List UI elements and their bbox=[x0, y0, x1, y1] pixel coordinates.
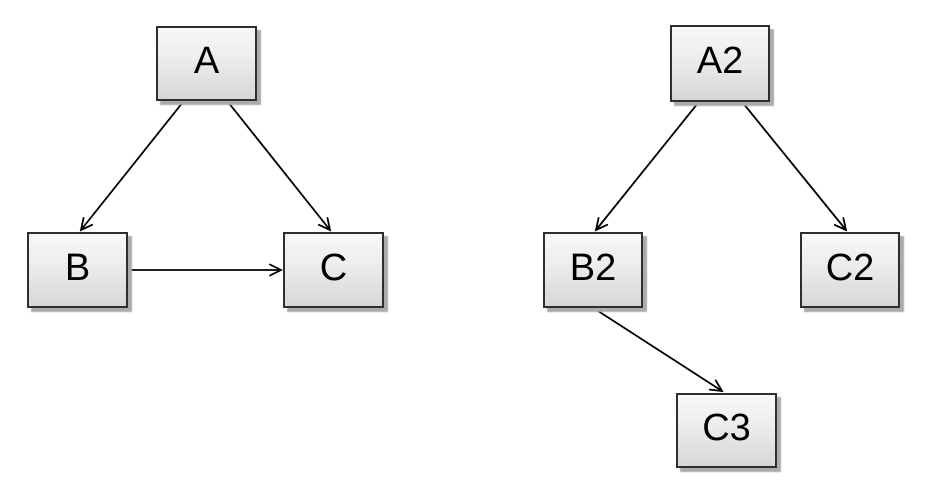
edge-A-to-B bbox=[81, 101, 184, 230]
node-C[interactable]: C bbox=[283, 232, 384, 308]
node-label: B2 bbox=[569, 246, 617, 289]
node-C3[interactable]: C3 bbox=[676, 393, 777, 468]
node-B2[interactable]: B2 bbox=[543, 232, 643, 308]
node-A2[interactable]: A2 bbox=[670, 25, 770, 102]
node-label: C2 bbox=[825, 246, 875, 289]
node-label: C3 bbox=[702, 407, 751, 449]
node-label: B bbox=[64, 246, 91, 289]
node-A[interactable]: A bbox=[156, 26, 257, 101]
edge-A2-to-B2 bbox=[596, 102, 699, 230]
edge-A2-to-C2 bbox=[742, 102, 846, 230]
edge-A-to-C bbox=[227, 101, 330, 230]
node-label: A bbox=[193, 40, 220, 82]
node-label: C bbox=[319, 246, 348, 289]
node-label: A2 bbox=[696, 40, 744, 82]
edge-B2-to-C3 bbox=[594, 308, 722, 391]
node-C2[interactable]: C2 bbox=[800, 232, 900, 308]
node-B[interactable]: B bbox=[27, 232, 128, 308]
